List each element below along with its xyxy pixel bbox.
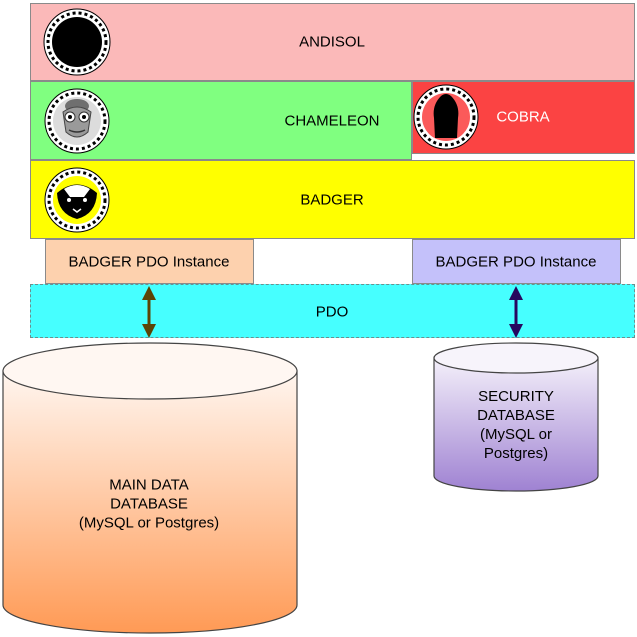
badger-label: BADGER [300, 191, 364, 209]
cobra-label: COBRA [496, 108, 550, 126]
badger-pdo-instance-main [45, 239, 254, 284]
security-database-label: SECURITY DATABASE (MySQL or Postgres) [477, 388, 555, 462]
chameleon-face-icon [44, 88, 110, 154]
badger-pdo-instance-security [412, 239, 621, 284]
pdo-label: PDO [315, 303, 349, 321]
security-database-cylinder [433, 342, 599, 492]
pdo-layer [30, 284, 635, 338]
security-db-connection-arrow [509, 286, 523, 338]
andisol-layer [30, 3, 635, 81]
main-database-label: MAIN DATA DATABASE (MySQL or Postgres) [78, 476, 220, 532]
main-database-cylinder [2, 342, 298, 634]
chameleon-label: CHAMELEON [284, 112, 380, 130]
badger-face-icon [44, 167, 110, 233]
badger-layer [30, 160, 635, 239]
andisol-label: ANDISOL [299, 33, 365, 51]
cobra-silhouette-icon [413, 84, 479, 150]
badger-pdo-instance-main-label: BADGER PDO Instance [68, 253, 230, 271]
badger-pdo-instance-security-label: BADGER PDO Instance [435, 253, 597, 271]
main-db-connection-arrow [142, 286, 156, 338]
andisol-black-disc-icon [43, 8, 111, 76]
